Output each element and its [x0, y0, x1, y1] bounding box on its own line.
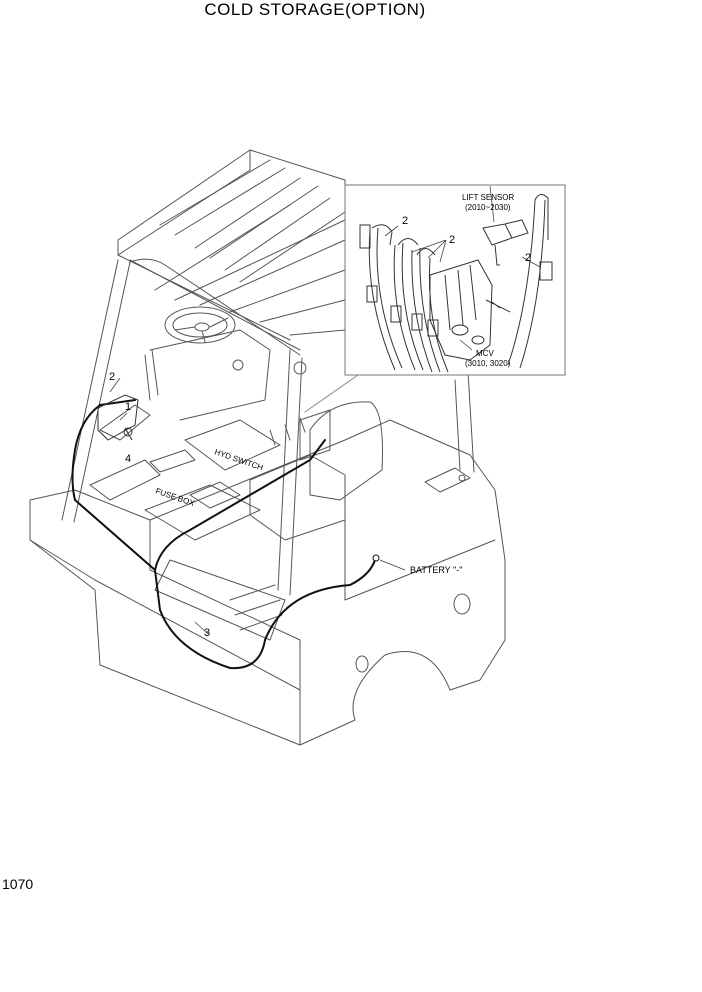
steering-wheel [149, 306, 307, 421]
overhead-guard [117, 149, 346, 351]
callout-2-left: 2 [109, 371, 115, 383]
lift-sensor-range: (2010~2030) [465, 203, 511, 212]
fuse-box-label: FUSE BOX [154, 486, 196, 508]
control-levers [144, 349, 331, 461]
callout-1: 1 [125, 401, 131, 413]
guard-pillars [61, 258, 475, 596]
battery-terminal [372, 554, 406, 571]
hyd-switch-label: HYD SWITCH [213, 447, 264, 472]
mcv-label: MCV [476, 349, 494, 358]
callout-2-inset-a: 2 [402, 215, 408, 227]
mcv-range: (3010, 3020) [465, 359, 511, 368]
part-1-switch [97, 394, 139, 441]
callout-2-inset-b: 2 [449, 234, 455, 246]
callout-leaders [109, 185, 541, 635]
battery-label: BATTERY "-" [410, 565, 462, 575]
page-number: 1070 [2, 876, 34, 892]
inset-leader-line [304, 374, 359, 413]
callout-4: 4 [125, 453, 131, 465]
callout-2-inset-c: 2 [525, 252, 531, 264]
truck-body [29, 404, 506, 746]
page-title: COLD STORAGE(OPTION) [204, 0, 426, 19]
detail-inset [344, 184, 566, 376]
callout-3: 3 [204, 627, 210, 639]
lift-sensor-label: LIFT SENSOR [462, 193, 515, 202]
